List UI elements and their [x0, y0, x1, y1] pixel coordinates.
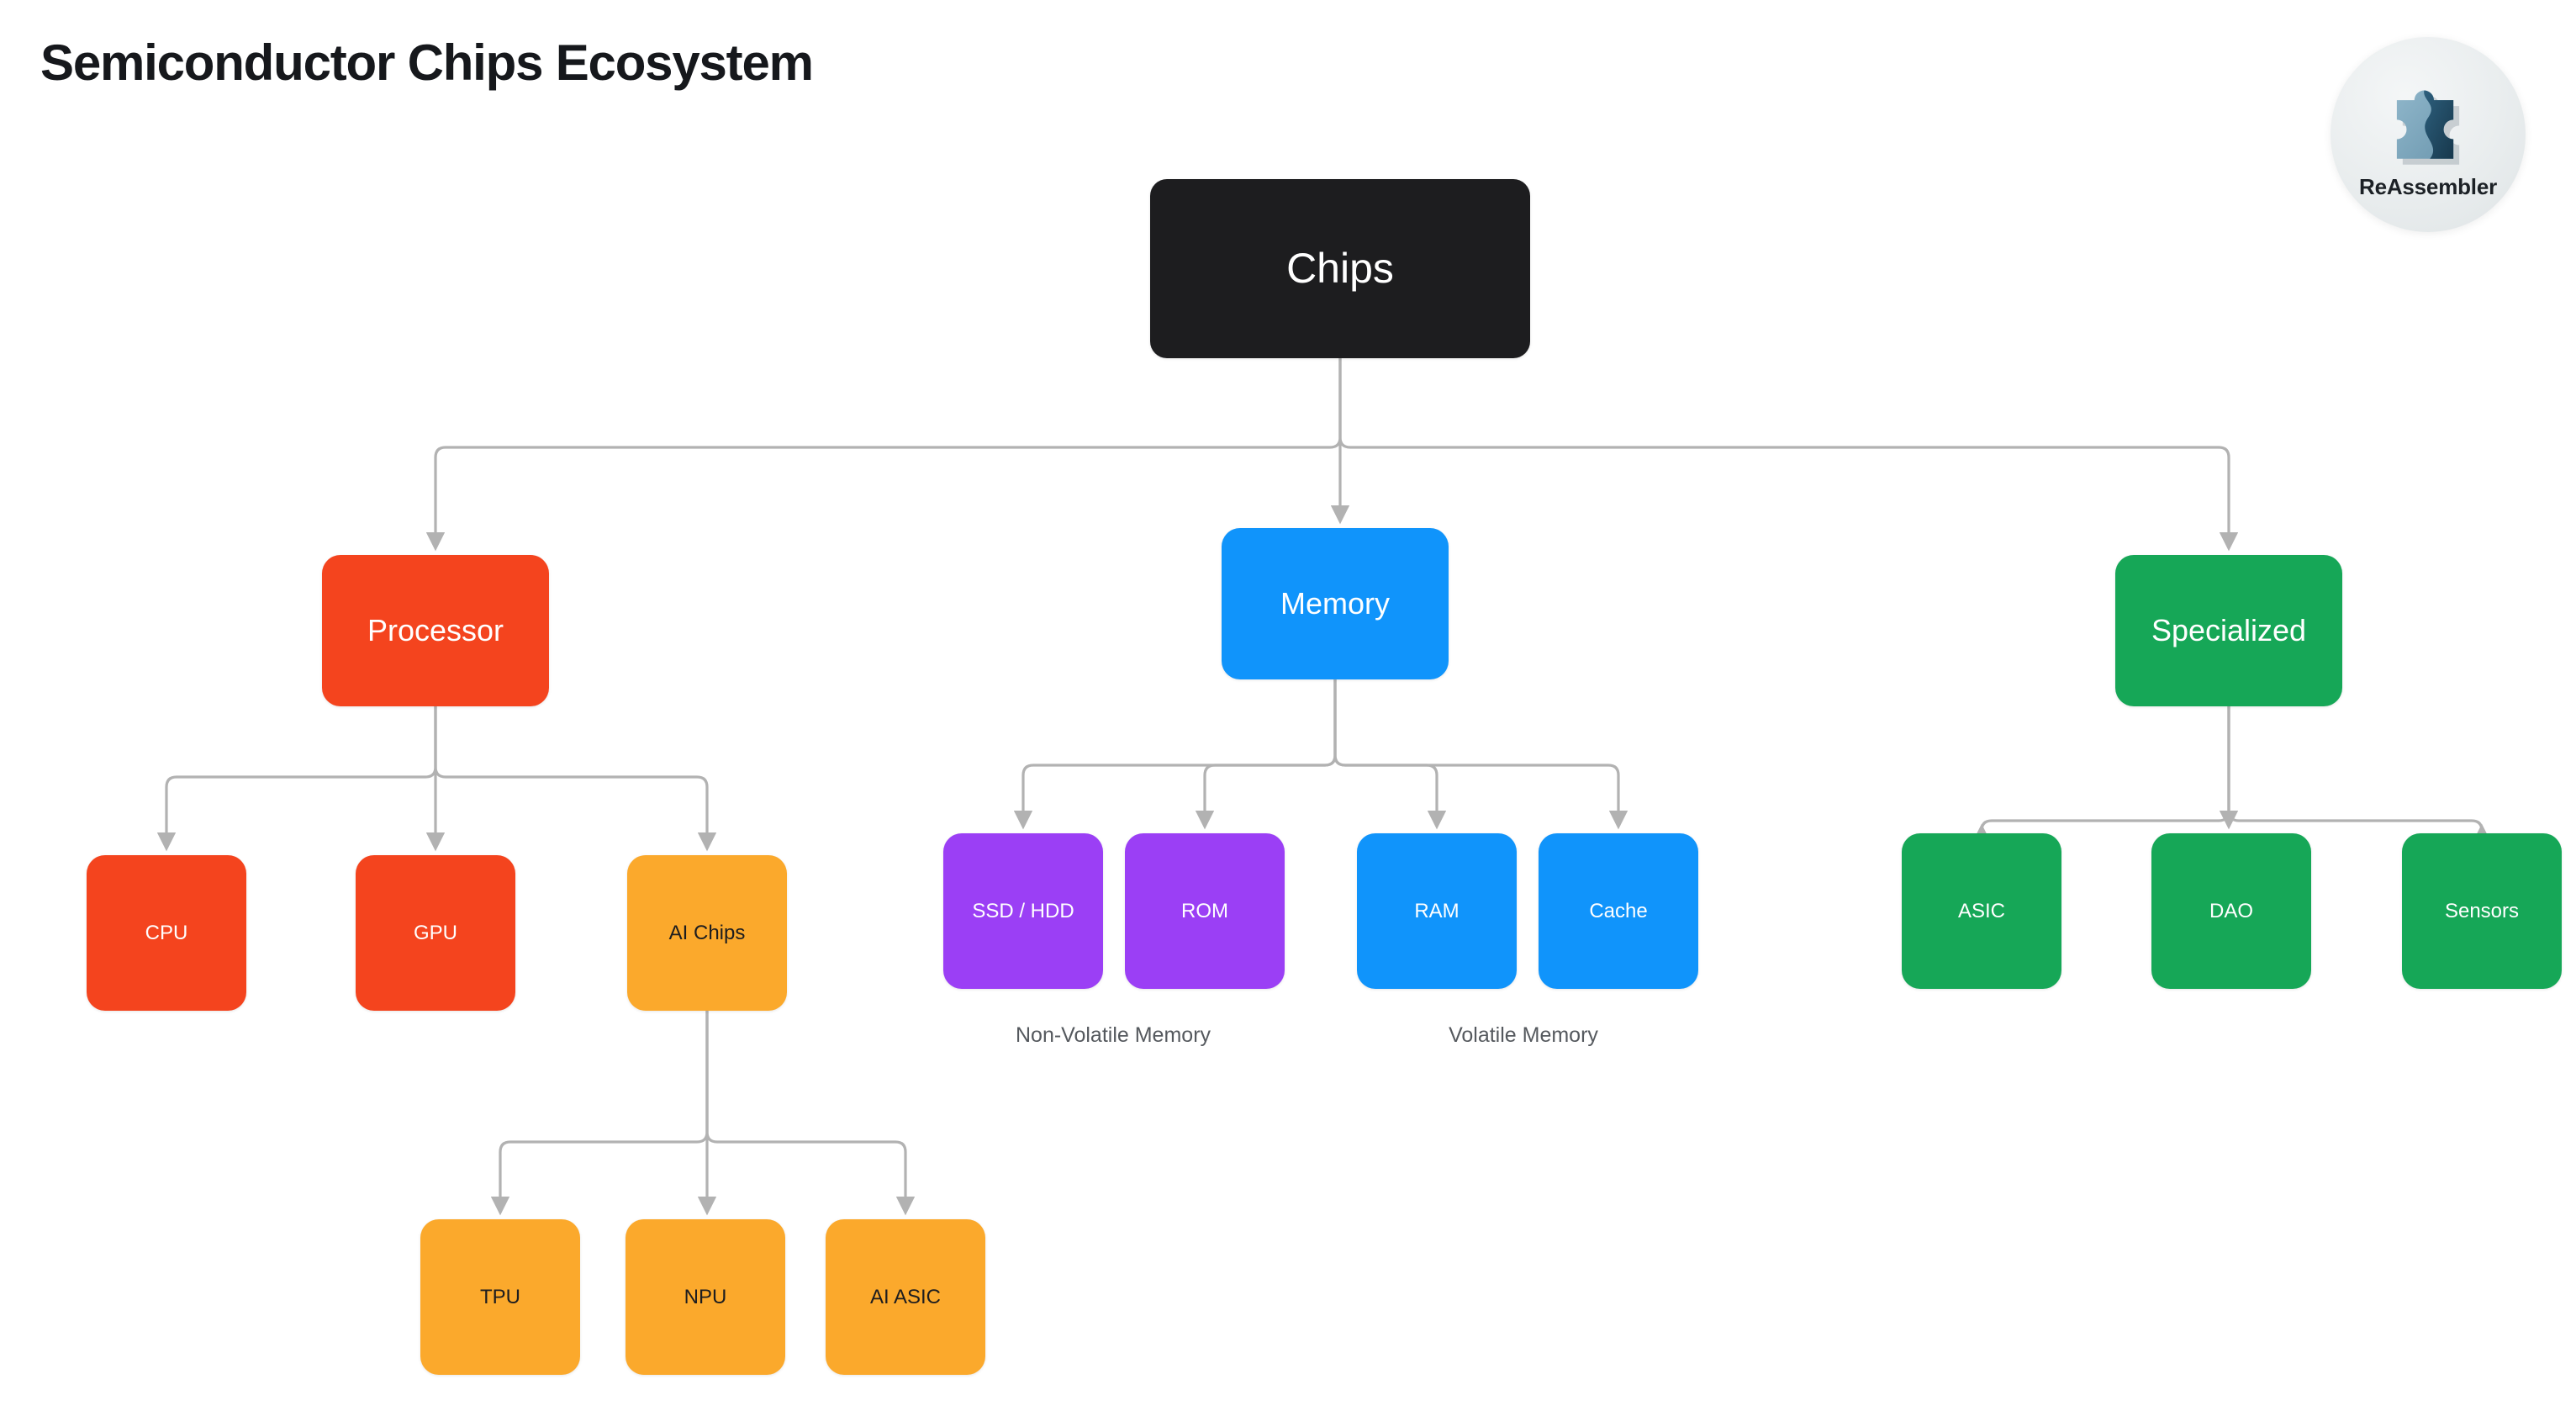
node-dao[interactable]: DAO — [2151, 833, 2311, 989]
caption-volatile-memory: Volatile Memory — [1449, 1023, 1598, 1047]
node-asic[interactable]: ASIC — [1902, 833, 2061, 989]
caption-non-volatile-memory: Non-Volatile Memory — [1015, 1023, 1211, 1047]
node-label: ROM — [1181, 899, 1228, 922]
edge-chips-processor — [425, 358, 1342, 552]
edge-ai-chips-tpu — [490, 1011, 709, 1216]
node-label: Memory — [1280, 586, 1390, 621]
edge-memory-ssd-hdd — [1013, 679, 1337, 830]
node-label: CPU — [145, 921, 188, 944]
node-ai-asic[interactable]: AI ASIC — [826, 1219, 985, 1375]
node-specialized[interactable]: Specialized — [2115, 555, 2342, 706]
node-label: GPU — [413, 921, 457, 944]
edge-memory-rom — [1195, 679, 1337, 830]
edge-processor-ai-chips — [434, 706, 717, 852]
edge-specialized-asic — [1972, 706, 2230, 843]
edge-processor-cpu — [156, 706, 437, 852]
node-label: Processor — [367, 613, 504, 648]
node-gpu[interactable]: GPU — [356, 855, 515, 1011]
page-title: Semiconductor Chips Ecosystem — [40, 34, 814, 91]
puzzle-piece-icon — [2379, 75, 2477, 172]
node-cpu[interactable]: CPU — [87, 855, 246, 1011]
edge-chips-specialized — [1338, 358, 2239, 552]
node-chips[interactable]: Chips — [1150, 179, 1530, 358]
node-label: Specialized — [2151, 613, 2307, 648]
node-npu[interactable]: NPU — [626, 1219, 785, 1375]
node-ai-chips[interactable]: AI Chips — [627, 855, 787, 1011]
edge-memory-ram — [1333, 679, 1447, 830]
node-label: DAO — [2209, 899, 2253, 922]
node-rom[interactable]: ROM — [1125, 833, 1285, 989]
node-label: Chips — [1286, 244, 1394, 292]
node-tpu[interactable]: TPU — [420, 1219, 580, 1375]
node-processor[interactable]: Processor — [322, 555, 549, 706]
node-label: SSD / HDD — [972, 899, 1074, 922]
node-label: Cache — [1589, 899, 1648, 922]
node-ram[interactable]: RAM — [1357, 833, 1517, 989]
node-memory[interactable]: Memory — [1222, 528, 1449, 679]
brand-name: ReAssembler — [2359, 173, 2497, 199]
node-label: Sensors — [2444, 899, 2520, 922]
brand-badge[interactable]: ReAssembler — [2331, 37, 2526, 232]
node-label: AI ASIC — [869, 1285, 942, 1308]
edge-memory-cache — [1333, 679, 1628, 830]
node-ssd-hdd[interactable]: SSD / HDD — [943, 833, 1103, 989]
edge-specialized-sensors — [2227, 706, 2492, 843]
node-label: RAM — [1414, 899, 1460, 922]
node-sensors[interactable]: Sensors — [2402, 833, 2562, 989]
node-label: NPU — [684, 1285, 727, 1308]
node-cache[interactable]: Cache — [1539, 833, 1698, 989]
node-label: ASIC — [1957, 899, 2005, 922]
node-label: AI Chips — [668, 921, 746, 944]
node-label: TPU — [480, 1285, 520, 1308]
